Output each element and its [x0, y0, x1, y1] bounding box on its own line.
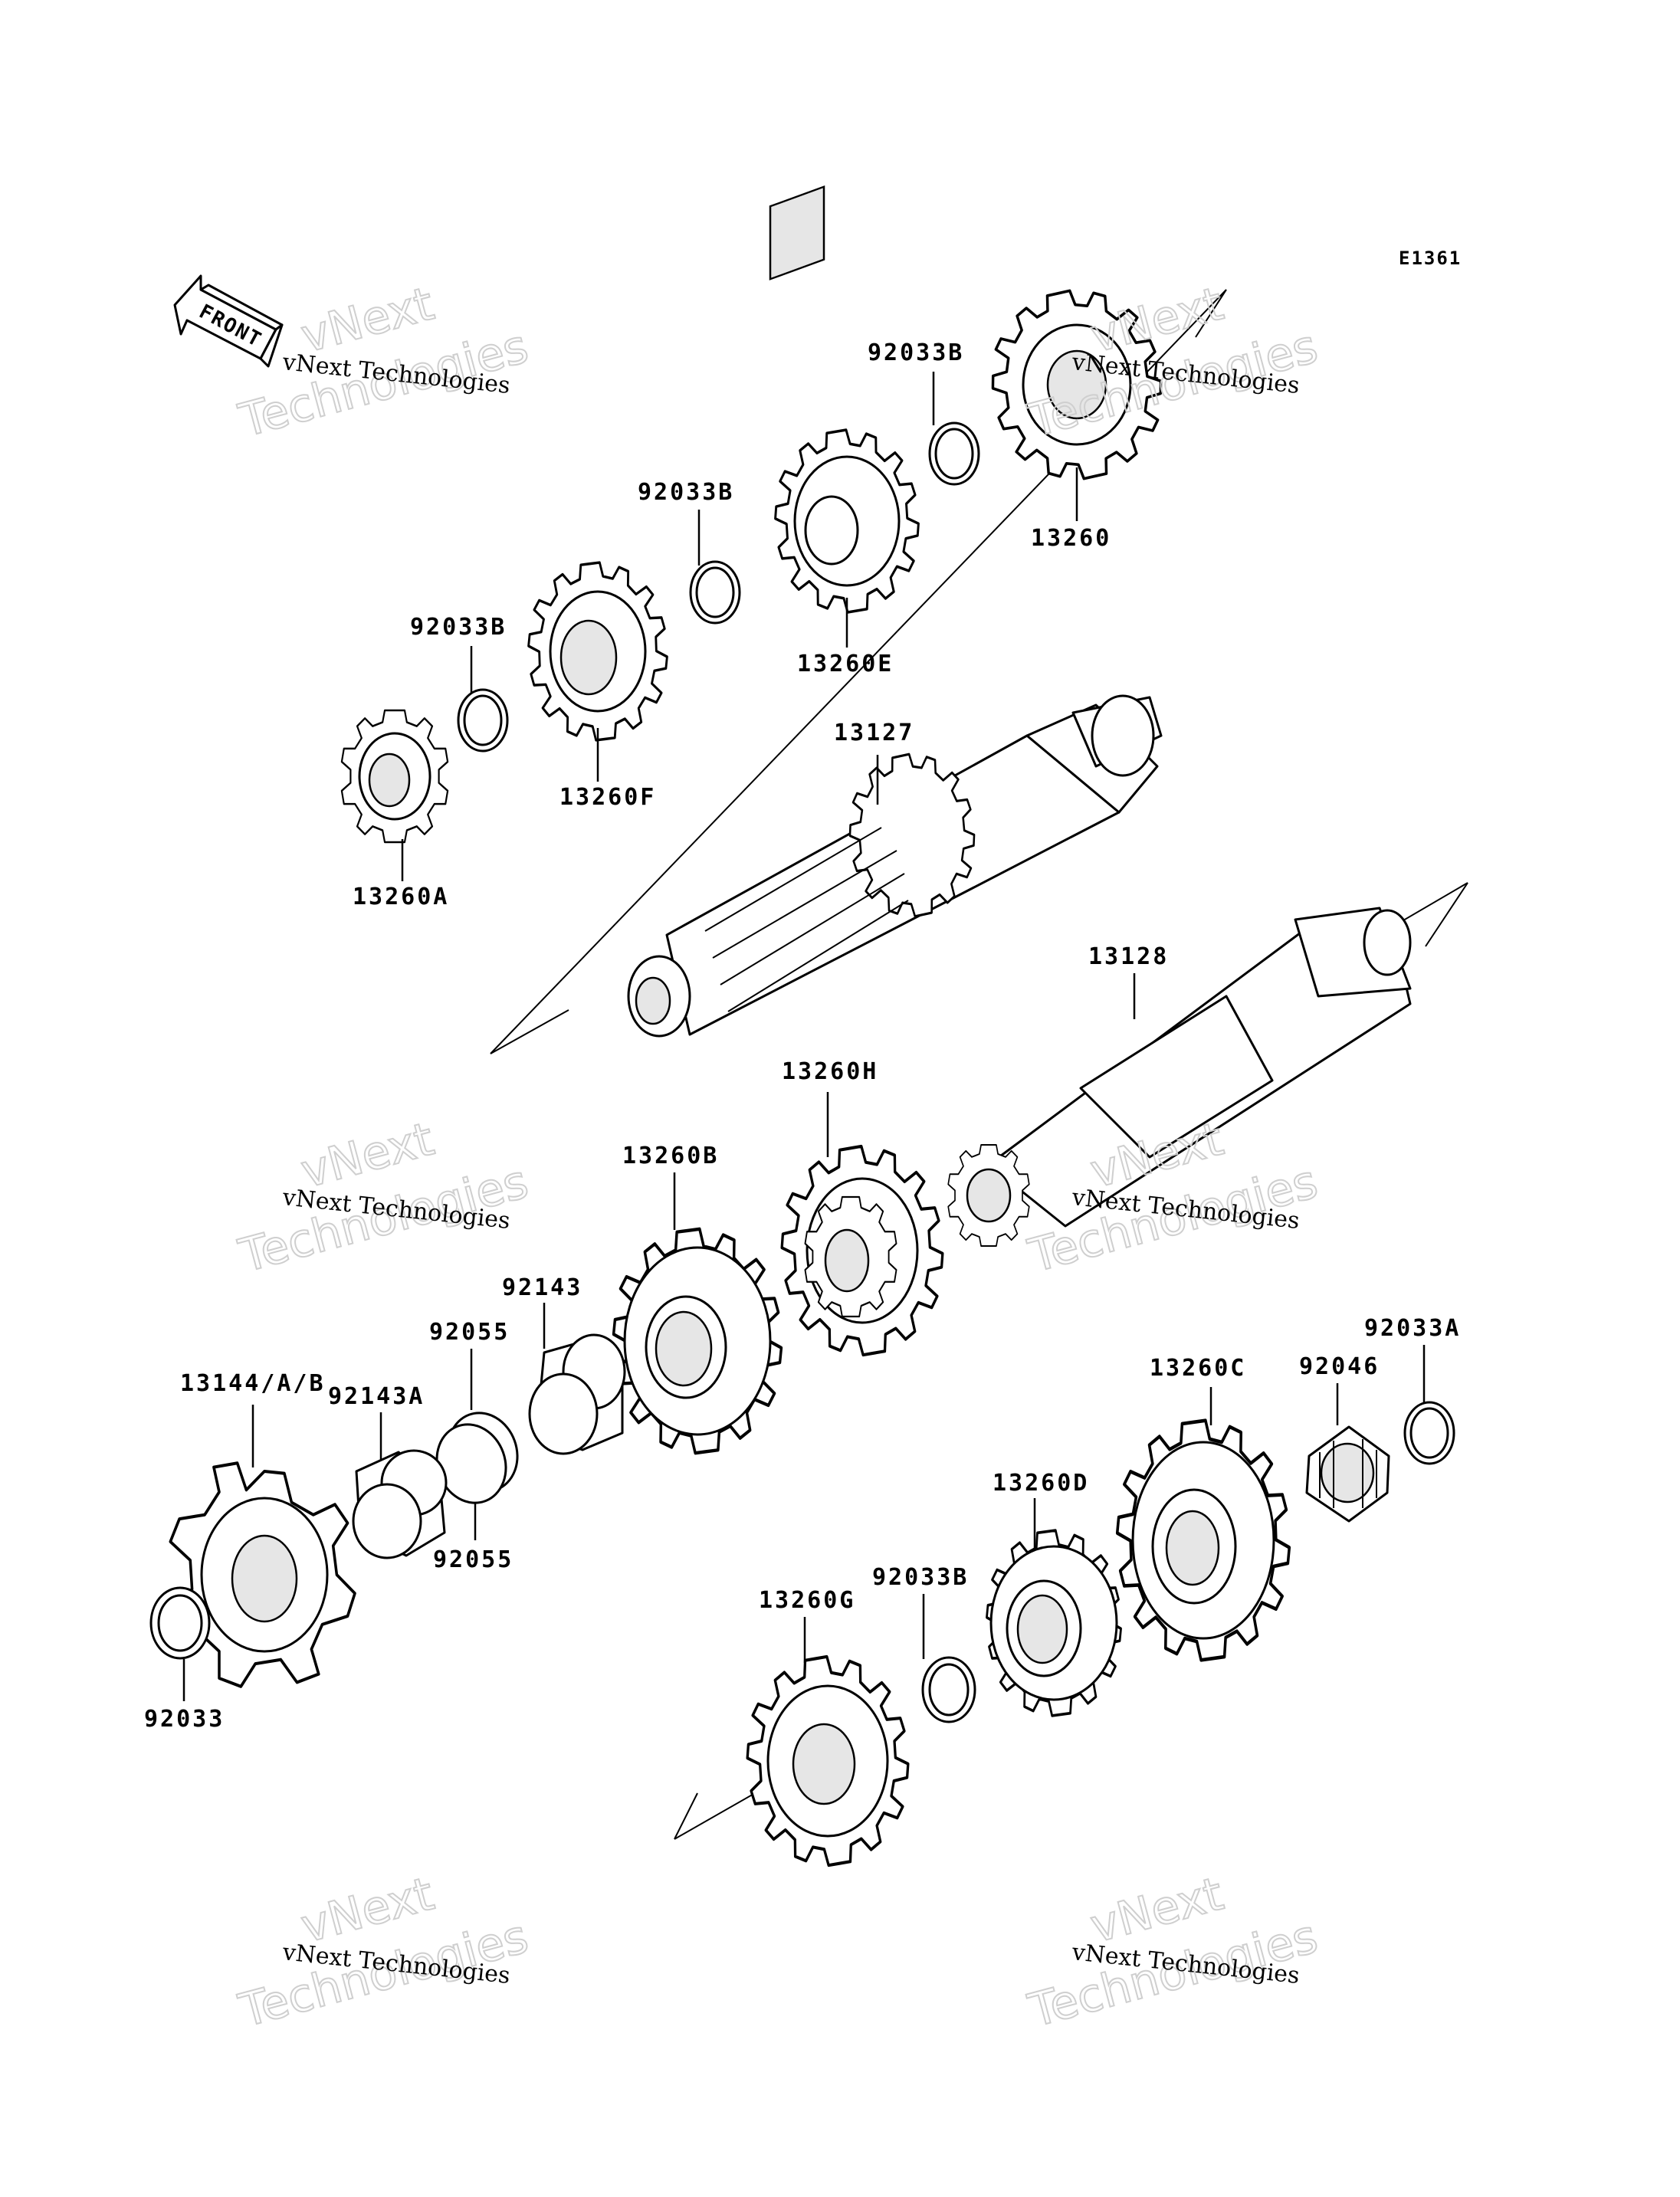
part-label-13127: 13127	[834, 720, 914, 746]
part-label-13260a: 13260A	[353, 884, 449, 910]
gear-13260c	[1109, 1411, 1297, 1671]
circlip-92033b-left	[457, 688, 509, 753]
part-label-92033b-mid: 92033B	[638, 479, 734, 506]
gear-13260d	[979, 1521, 1129, 1725]
part-label-92046: 92046	[1299, 1353, 1380, 1380]
part-label-92033b-low: 92033B	[872, 1564, 969, 1591]
sprocket-13144	[170, 1463, 355, 1687]
circlip-92033b-mid	[689, 560, 741, 625]
gear-13260h	[772, 1135, 952, 1367]
gear-13260	[976, 273, 1178, 497]
bearing-92046	[1305, 1425, 1390, 1523]
part-label-13260f: 13260F	[559, 784, 656, 811]
part-label-92033b-left: 92033B	[410, 614, 507, 641]
circlip-92033a	[1403, 1401, 1455, 1465]
gear-13260g	[737, 1645, 917, 1877]
part-label-13260d: 13260D	[993, 1470, 1089, 1497]
part-label-92143a: 92143A	[328, 1383, 425, 1410]
watermark-bottom-right: vNext Technologies vNext Technologies	[1022, 1867, 1324, 2039]
ring-92055	[435, 1412, 519, 1504]
collar-92143a	[352, 1449, 448, 1559]
part-label-92143: 92143	[502, 1274, 582, 1301]
watermark-top-left: vNext Technologies vNext Technologies	[233, 277, 534, 449]
gear-13260a	[340, 709, 449, 844]
part-label-13260h: 13260H	[782, 1058, 878, 1085]
circlip-92033b-top	[928, 421, 980, 486]
part-label-92033b-top: 92033B	[868, 339, 964, 366]
part-label-13260c: 13260C	[1150, 1355, 1246, 1382]
part-label-13260e: 13260E	[797, 651, 894, 677]
watermark-mid-left: vNext Technologies vNext Technologies	[233, 1112, 534, 1284]
part-label-13144: 13144/A/B	[180, 1370, 326, 1397]
circlip-92033b-low	[921, 1656, 976, 1723]
part-label-92055-top: 92055	[429, 1319, 510, 1346]
watermark-bottom-left: vNext Technologies vNext Technologies	[233, 1867, 534, 2039]
part-label-92055-bottom: 92055	[433, 1546, 514, 1573]
part-label-13260: 13260	[1031, 525, 1111, 552]
shaft-13127	[627, 694, 1163, 1038]
front-arrow-icon: FRONT	[173, 274, 284, 368]
shaft-13128	[947, 907, 1412, 1247]
gear-13260f	[520, 553, 675, 749]
part-label-13260g: 13260G	[759, 1587, 855, 1614]
part-label-13128: 13128	[1088, 943, 1169, 970]
gear-13260b	[605, 1220, 789, 1463]
diagram-code: E1361	[1399, 248, 1462, 269]
part-label-13260b: 13260B	[622, 1143, 719, 1169]
circlip-92033	[149, 1586, 211, 1660]
part-label-92033a: 92033A	[1364, 1315, 1461, 1342]
part-label-92033: 92033	[144, 1706, 225, 1733]
gear-13260e	[765, 185, 929, 625]
collar-92143	[528, 1333, 626, 1455]
